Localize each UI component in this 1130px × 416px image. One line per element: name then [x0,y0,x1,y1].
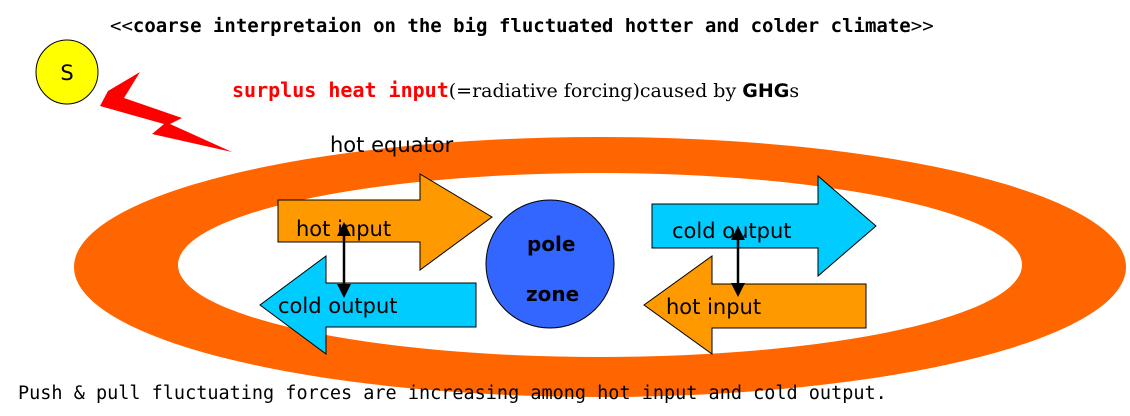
pole-zone [485,199,615,329]
right-push-pull-double-arrow [731,226,745,297]
pole-label: pole [527,232,575,256]
lightning-bolt-icon [100,72,232,152]
left-cold-output-label: cold output [278,294,398,318]
footer-caption: Push & pull fluctuating forces are incre… [18,383,887,404]
right-cold-output-arrow [651,174,877,278]
diagram-title: <<coarse interpretaion on the big fluctu… [110,15,934,37]
left-push-pull-double-arrow [337,222,351,298]
hot-equator-label: hot equator [330,133,454,157]
sun-icon [35,39,99,105]
left-cold-output-arrow [259,255,477,355]
right-hot-input-label: hot input [666,295,761,319]
right-hot-input-arrow [643,255,867,355]
left-hot-input-arrow [277,173,493,271]
zone-label: zone [526,282,579,306]
diagram-subtitle: surplus heat input(=radiative forcing)ca… [232,78,799,102]
sun-label: S [60,61,73,85]
